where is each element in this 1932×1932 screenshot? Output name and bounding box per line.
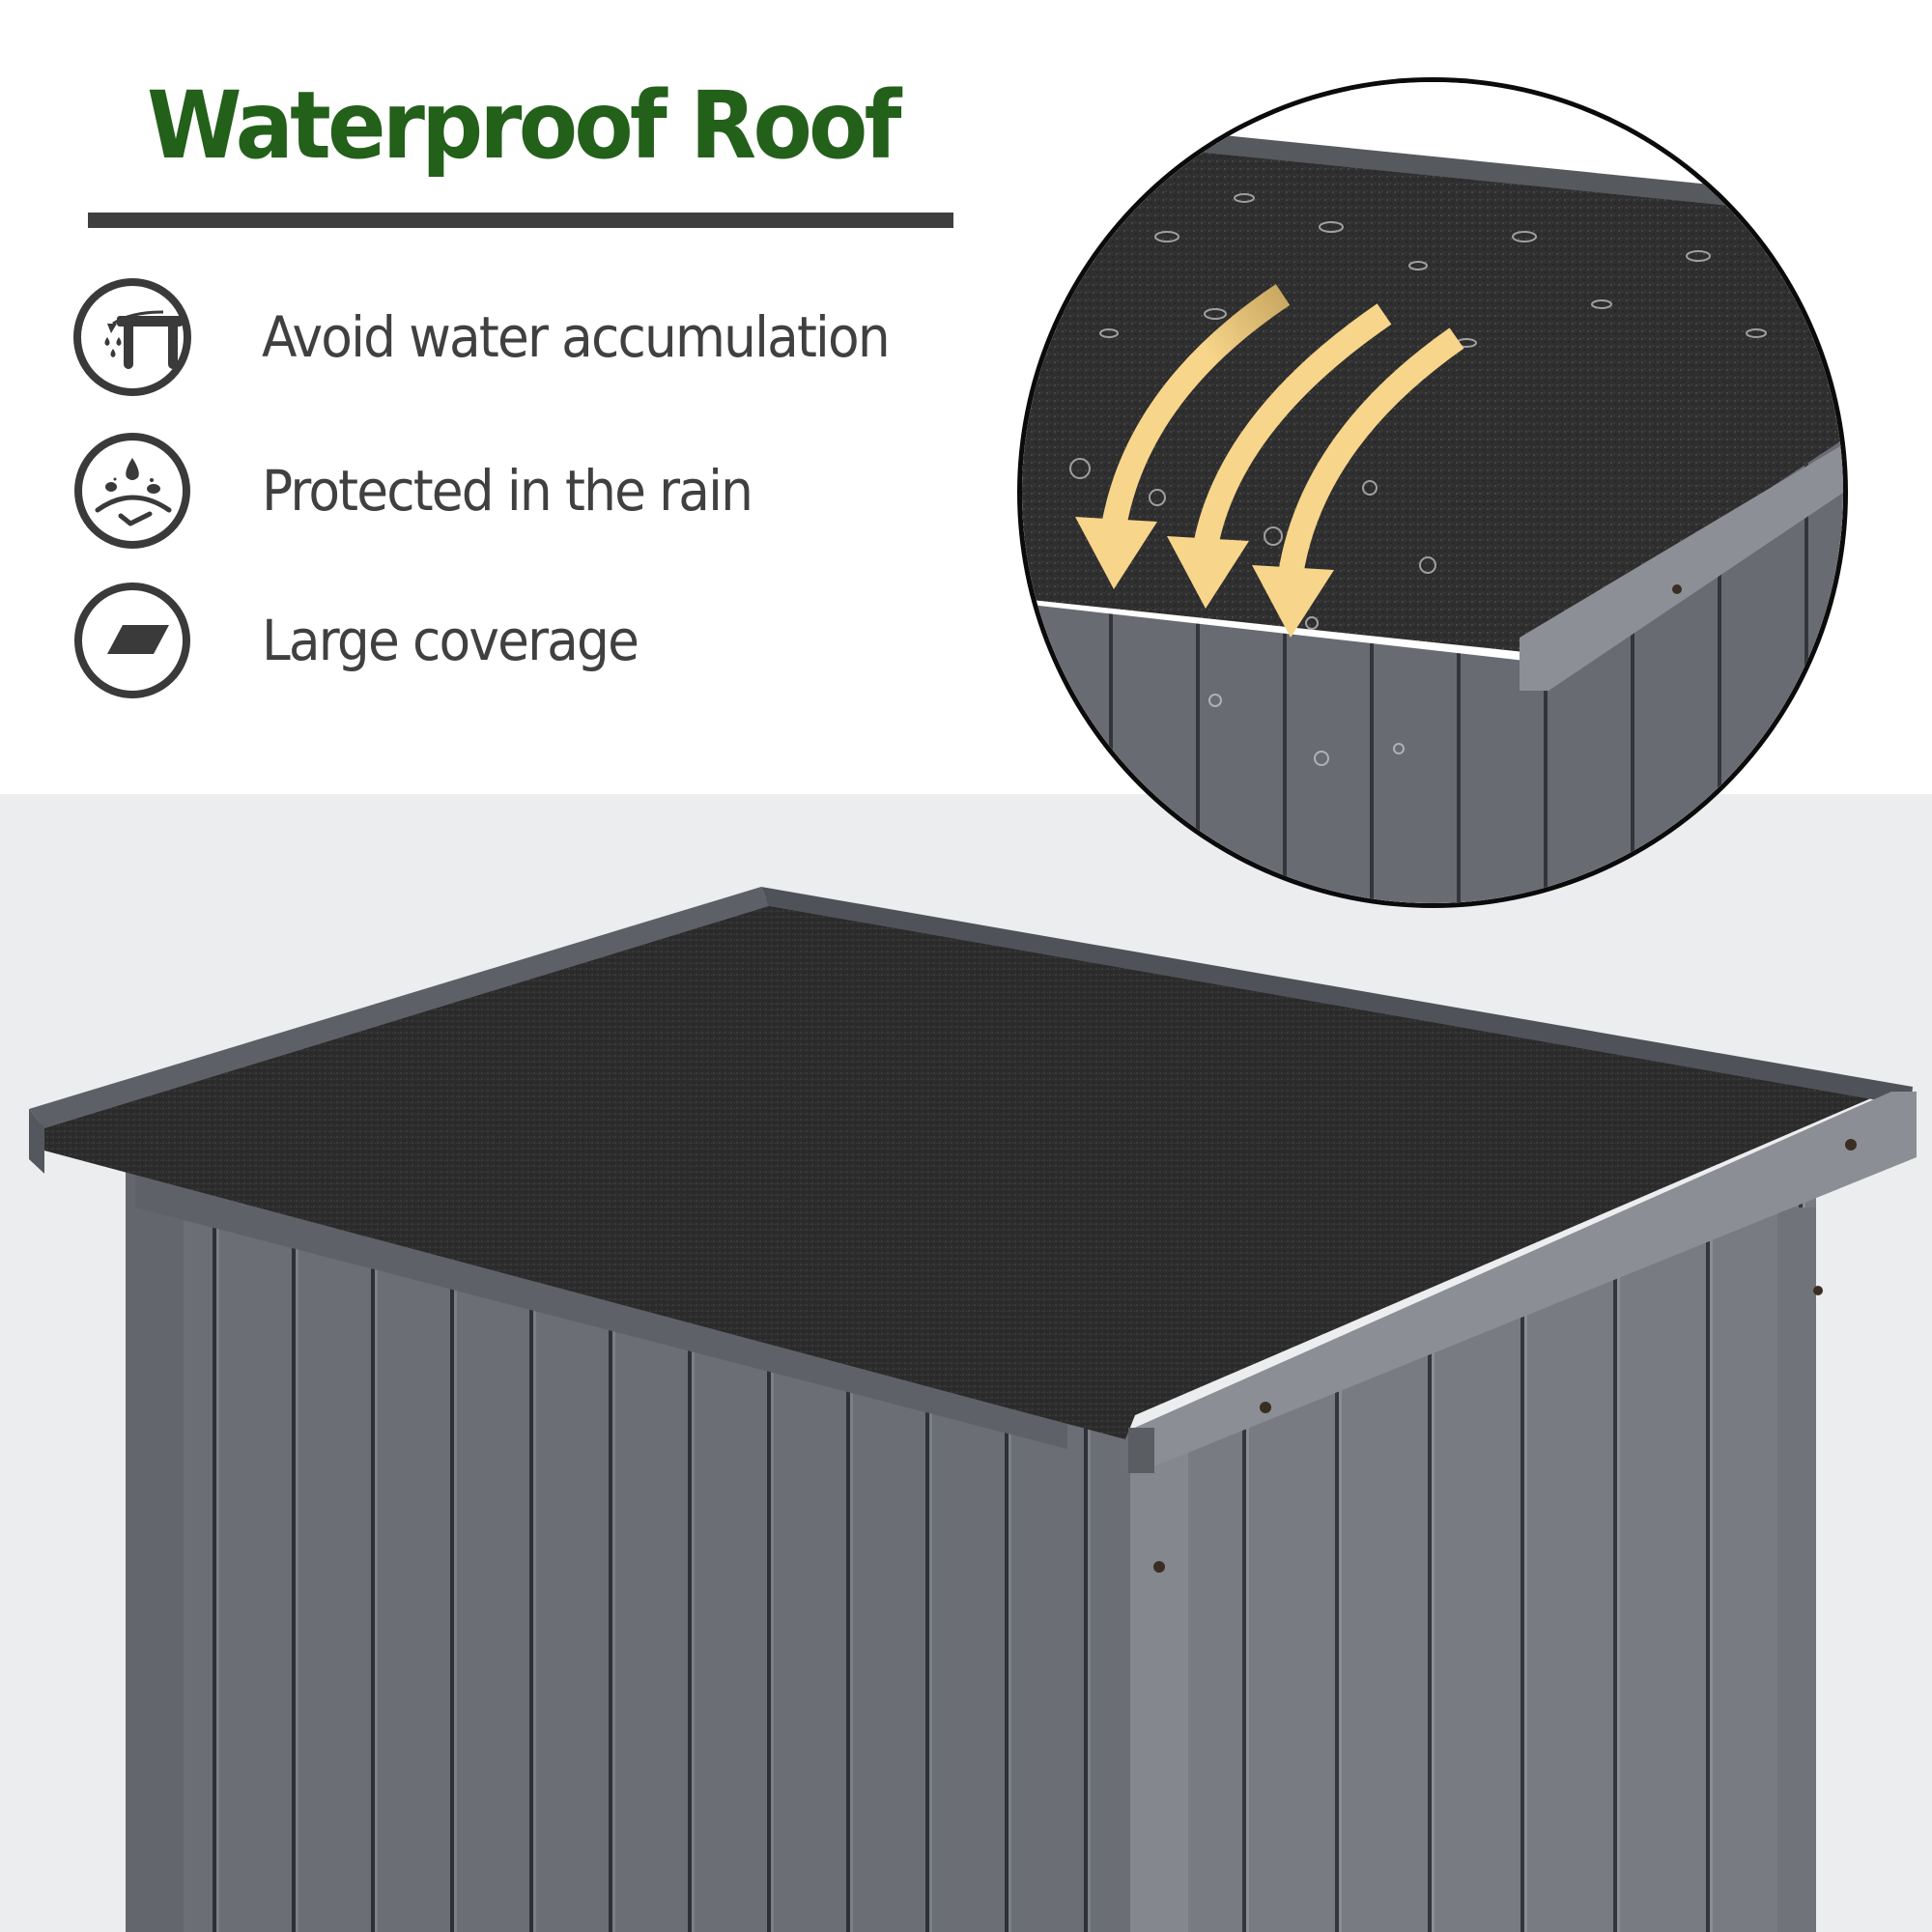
feature-label: Avoid water accumulation <box>262 303 891 370</box>
feature-label: Protected in the rain <box>262 457 753 524</box>
rain-protection-icon <box>72 431 192 551</box>
shed-roof-trim <box>1130 1092 1917 1468</box>
page-title: Waterproof Roof <box>147 71 902 180</box>
inset-roof-surface <box>1022 135 1843 652</box>
roof-closeup-inset <box>1022 82 1843 903</box>
shed-roof <box>41 898 1893 1439</box>
feature-item-avoid-water: Avoid water accumulation <box>72 276 990 397</box>
title-divider <box>88 213 953 228</box>
coverage-panel-icon <box>72 581 192 700</box>
water-droplets <box>1069 193 1767 766</box>
feature-item-large-coverage: Large coverage <box>72 580 990 700</box>
feature-label: Large coverage <box>262 607 639 673</box>
table-water-runoff-icon <box>72 277 192 397</box>
shed-front-wall <box>126 1171 1130 1932</box>
shed-photo <box>29 887 1917 1932</box>
feature-item-rain-protection: Protected in the rain <box>72 430 990 551</box>
runoff-arrows <box>1101 284 1464 578</box>
